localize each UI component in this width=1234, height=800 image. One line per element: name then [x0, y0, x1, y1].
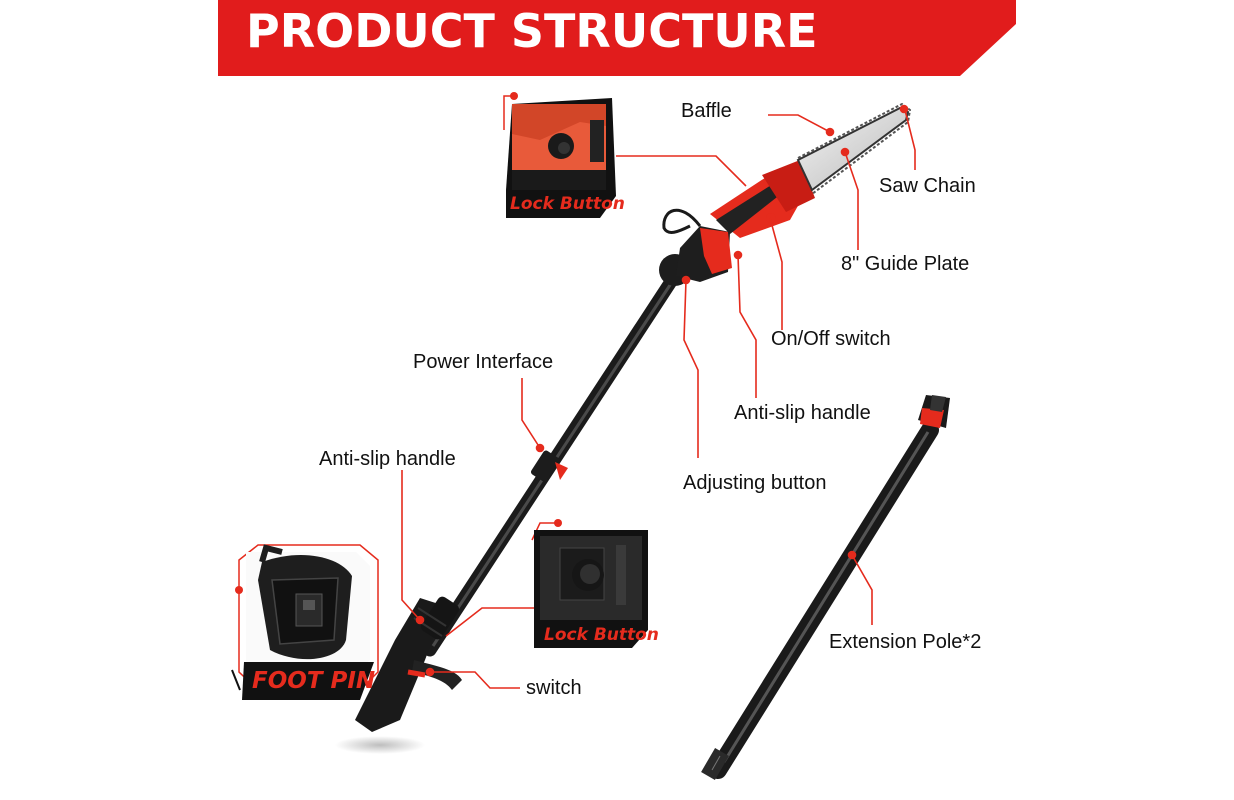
label-guide-plate: 8" Guide Plate	[841, 253, 970, 275]
label-power-interface: Power Interface	[413, 351, 554, 373]
label-on-off-switch: On/Off switch	[771, 328, 891, 350]
page-title: PRODUCT STRUCTURE	[246, 4, 818, 58]
extension-pole	[701, 395, 950, 781]
inset-lock-button-top	[503, 92, 616, 218]
leader-lines	[401, 104, 916, 689]
label-switch: switch	[526, 677, 582, 699]
inset-label-lock-button-top: Lock Button	[510, 194, 625, 214]
label-anti-slip-handle-upper: Anti-slip handle	[734, 402, 871, 424]
label-saw-chain: Saw Chain	[879, 175, 976, 197]
label-adjusting-button: Adjusting button	[683, 472, 827, 494]
inset-label-lock-button-mid: Lock Button	[544, 625, 659, 645]
label-baffle: Baffle	[681, 100, 732, 122]
banner-shape	[218, 0, 1016, 76]
header-banner: PRODUCT STRUCTURE	[218, 0, 1016, 76]
inset-lock-button-mid	[531, 519, 648, 648]
inset-label-foot-pin: FOOT PIN	[252, 668, 376, 694]
pole-saw	[335, 102, 912, 754]
saw-head	[659, 160, 815, 286]
label-extension-pole: Extension Pole*2	[829, 631, 982, 653]
inset-foot-pin	[231, 544, 379, 700]
label-anti-slip-handle-lower: Anti-slip handle	[319, 448, 456, 470]
